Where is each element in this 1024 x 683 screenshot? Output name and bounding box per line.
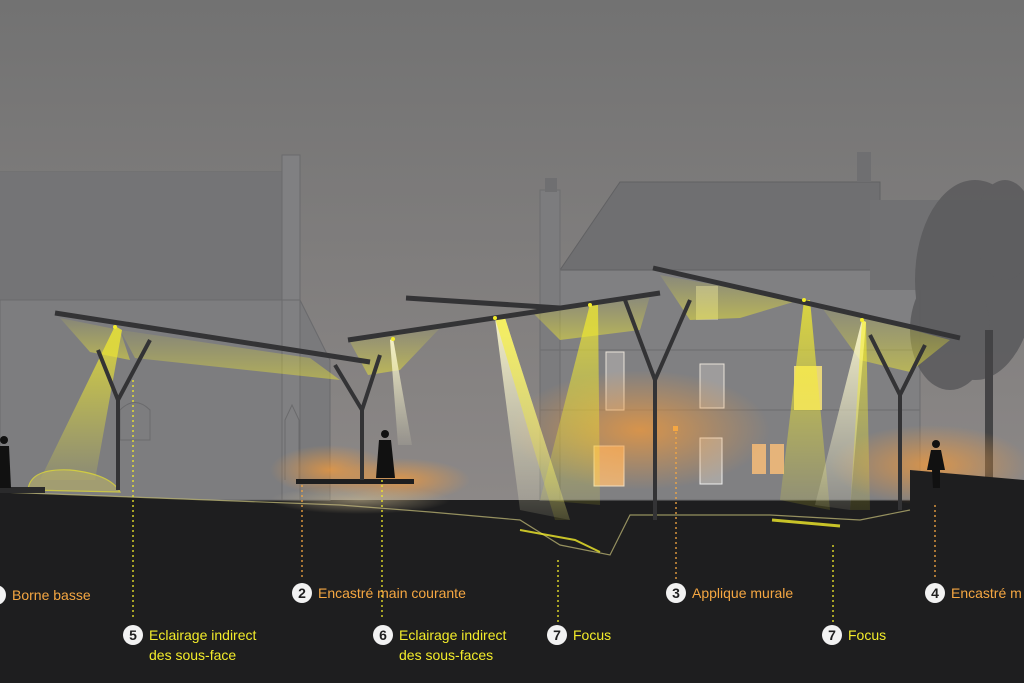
tree: [910, 180, 1024, 490]
legend-text-line2: des sous-faces: [399, 647, 494, 663]
footbridge: [296, 479, 414, 484]
number-badge: 7: [822, 625, 842, 646]
legend-item-eclairage-sous-face: 5 Eclairage indirect des sous-face: [123, 625, 256, 665]
legend-text: Encastré main courante: [318, 584, 466, 601]
legend-text-line1: Eclairage indirect: [149, 627, 257, 643]
number-badge: 4: [925, 583, 945, 604]
ground: [0, 470, 1024, 683]
number-badge: 2: [292, 583, 312, 604]
legend-text: Focus: [573, 626, 612, 643]
legend-item-focus-right: 7 Focus: [822, 625, 887, 646]
window-lit: [770, 444, 784, 474]
legend-item-borne-basse: 1 Borne basse: [0, 585, 91, 606]
church-building: [0, 154, 331, 501]
number-badge: 7: [547, 625, 567, 646]
number-badge: 5: [123, 625, 143, 645]
legend-text-line2: des sous-face: [149, 647, 237, 663]
number-badge: 1: [0, 585, 6, 606]
legend-item-applique-murale: 3 Applique murale: [666, 583, 794, 604]
legend-item-encastre-m: 4 Encastré m: [925, 583, 1022, 604]
legend-text: Applique murale: [692, 584, 794, 601]
number-badge: 3: [666, 583, 686, 604]
legend-text: Borne basse: [12, 586, 91, 603]
legend-text-line1: Eclairage indirect: [399, 627, 507, 643]
fixtures: [113, 298, 864, 431]
low-bollard-mound: [27, 469, 122, 493]
pedestrian-silhouettes: [0, 430, 945, 488]
focus-beams: [40, 300, 870, 520]
legend-item-encastre-main-courante: 2 Encastré main courante: [292, 583, 466, 604]
canopy-structures: [54, 265, 961, 520]
leader-lines: [132, 380, 936, 622]
legend-item-focus-left: 7 Focus: [547, 625, 612, 646]
number-badge: 6: [373, 625, 393, 645]
indirect-lighting: [60, 275, 950, 380]
legend-text: Focus: [848, 626, 887, 643]
legend-item-eclairage-sous-faces: 6 Eclairage indirect des sous-faces: [373, 625, 506, 665]
legend-text: Encastré m: [951, 584, 1022, 601]
